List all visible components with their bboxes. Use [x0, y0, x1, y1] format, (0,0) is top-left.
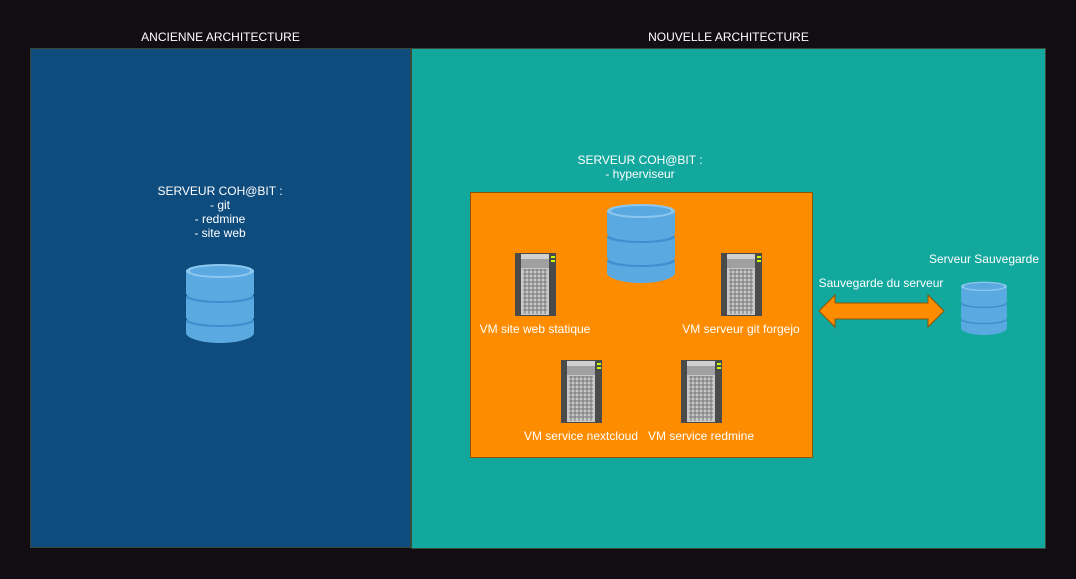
server-icon: [721, 253, 762, 316]
new-architecture-title: NOUVELLE ARCHITECTURE: [648, 30, 809, 44]
vm-label: VM service redmine: [647, 429, 755, 443]
old-server-label: SERVEUR COH@BIT : - git - redmine - site…: [120, 184, 320, 240]
backup-server-label: Serveur Sauvegarde: [928, 252, 1040, 266]
service-item: - site web: [194, 226, 246, 240]
server-icon: [681, 360, 722, 423]
old-architecture-title: ANCIENNE ARCHITECTURE: [141, 30, 300, 44]
server-icon: [515, 253, 556, 316]
vm-label: VM site web statique: [479, 322, 591, 336]
vm-label: VM service nextcloud: [523, 429, 639, 443]
database-icon: [607, 203, 675, 283]
database-icon: [186, 263, 254, 343]
double-arrow-icon: [818, 293, 945, 329]
new-server-title: SERVEUR COH@BIT :: [577, 153, 703, 167]
database-icon: [961, 281, 1007, 335]
backup-link-label: Sauvegarde du serveur: [818, 276, 944, 290]
old-server-title: SERVEUR COH@BIT :: [157, 184, 283, 198]
server-icon: [561, 360, 602, 423]
service-item: - git: [209, 198, 230, 212]
vm-label: VM serveur git forgejo: [682, 322, 800, 336]
server-role: - hyperviseur: [605, 167, 675, 181]
new-server-label: SERVEUR COH@BIT : - hyperviseur: [540, 153, 740, 181]
service-item: - redmine: [194, 212, 246, 226]
